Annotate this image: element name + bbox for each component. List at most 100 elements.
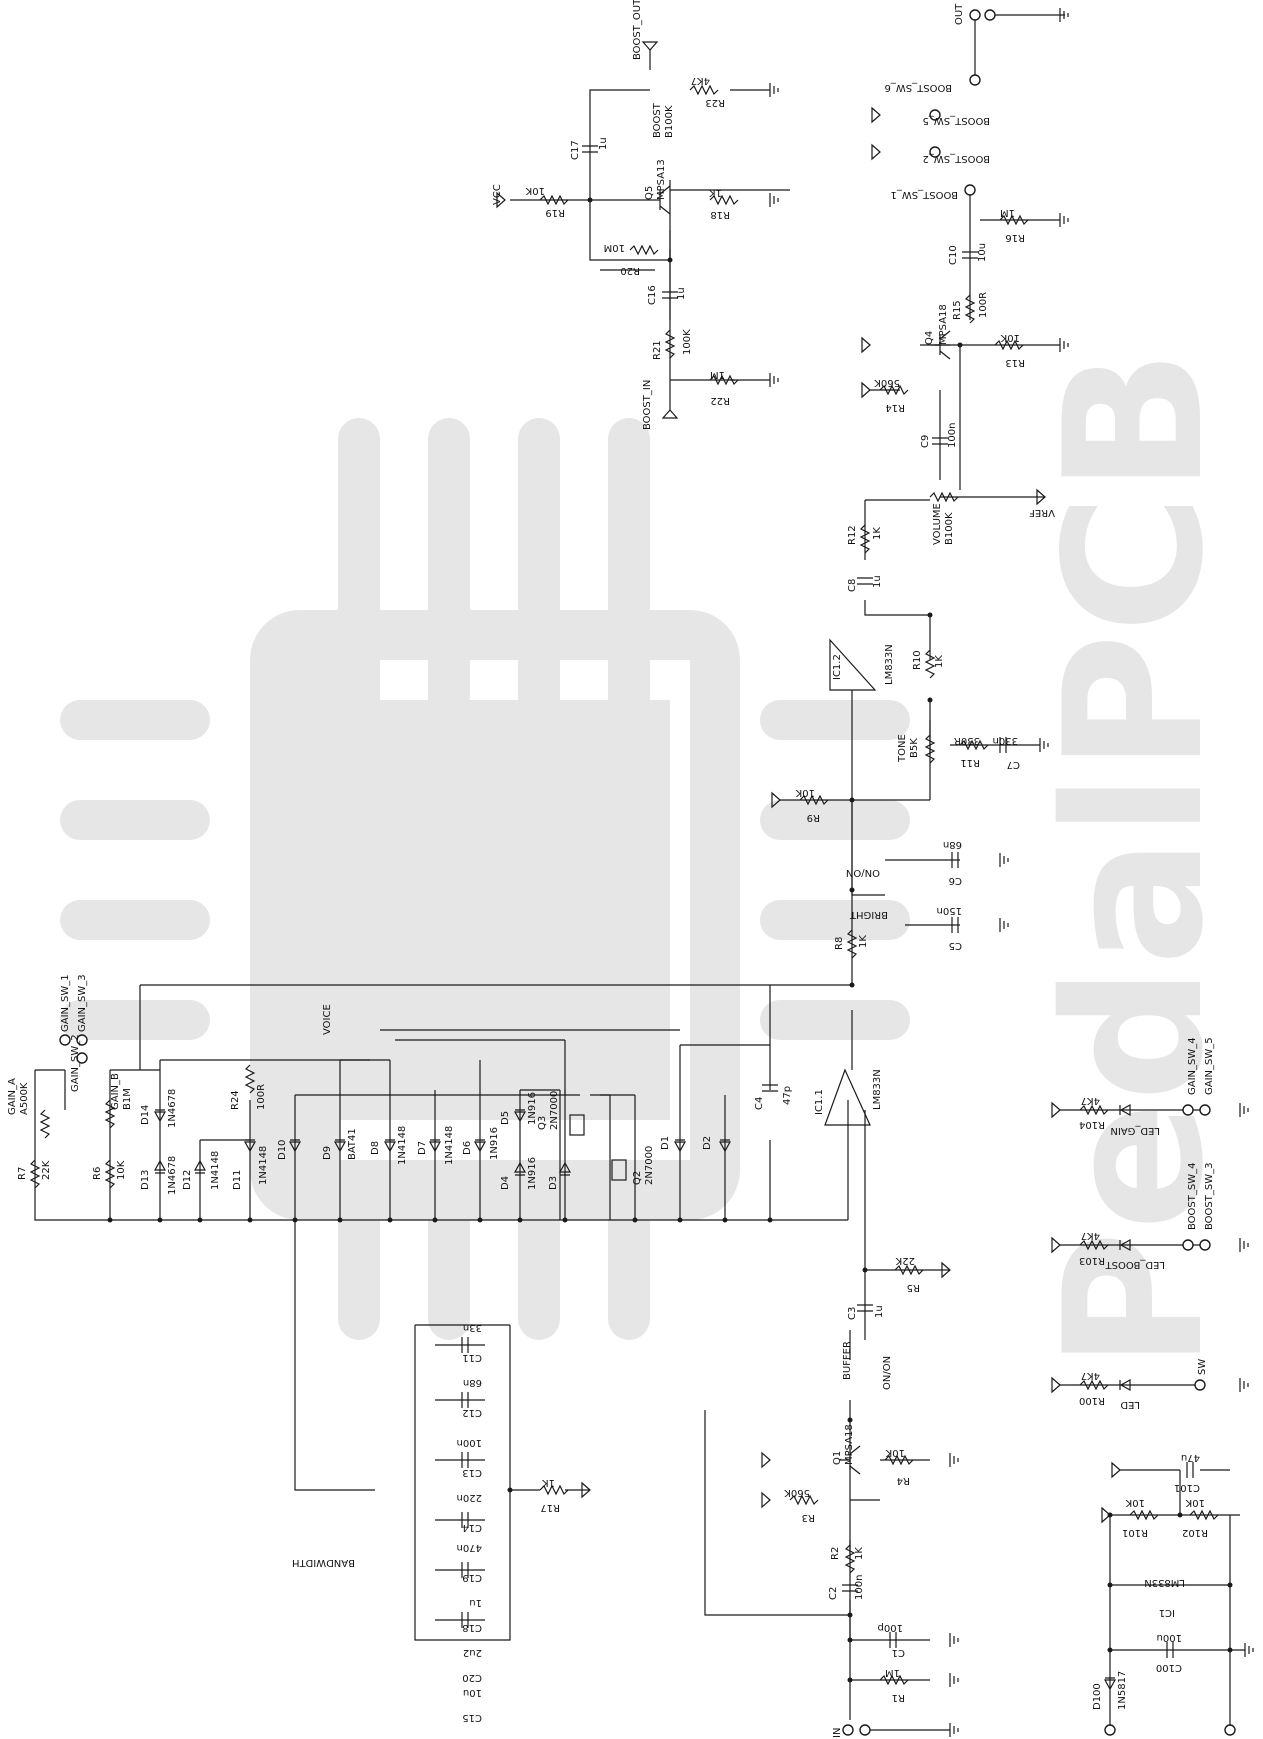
r19-label: R19 <box>545 207 565 218</box>
led-boost-diode <box>1119 1238 1131 1252</box>
r4-value-label: 10K <box>885 1447 905 1458</box>
d10-label: D10 <box>277 1140 288 1160</box>
d14-label: D14 <box>140 1105 151 1125</box>
resistor-r15 <box>964 294 976 324</box>
capacitor-c14 <box>461 1512 469 1528</box>
ground-symbol <box>999 918 1009 932</box>
resistor-r9 <box>799 794 829 806</box>
d6-label: D6 <box>462 1141 473 1155</box>
on-on-1-label: ON/ON <box>846 867 880 878</box>
r7-value-label: 22K <box>41 1160 52 1180</box>
led-boost-label: LED_BOOST <box>1105 1259 1165 1270</box>
op-amp-ic1-1 <box>824 1068 871 1126</box>
r104-value-label: 4K7 <box>1081 1095 1100 1106</box>
diode-d8 <box>383 1139 397 1153</box>
ground-symbol <box>769 83 779 97</box>
junction-dot <box>849 887 855 893</box>
c8-label: C8 <box>847 579 858 592</box>
ground-symbol <box>949 1633 959 1647</box>
boost-out-net-label: BOOST_OUT <box>632 0 643 60</box>
r20-value-label: 10M <box>604 242 625 253</box>
ic1-1-label: IC1.1 <box>814 1089 825 1115</box>
q4-label: Q4 <box>924 331 935 345</box>
junction-dot <box>157 1217 163 1223</box>
gain-b-value-label: B1M <box>122 1088 133 1110</box>
resistor-r13 <box>994 339 1024 351</box>
potentiometer-gain-b <box>104 1099 116 1129</box>
resistor-r20 <box>629 244 659 256</box>
r9-value-label: 10K <box>795 787 815 798</box>
boost-sw-3-label: BOOST_SW_3 <box>1204 1163 1215 1230</box>
r2-label: R2 <box>830 1547 841 1560</box>
resistor-r8 <box>846 929 858 959</box>
boost-sw-5-label: BOOST_SW_5 <box>923 115 990 126</box>
net-flag <box>861 336 871 354</box>
junction-dot <box>587 197 593 203</box>
capacitor-c10 <box>962 251 978 259</box>
r103-value-label: 4K7 <box>1081 1230 1100 1241</box>
in-jack-pad <box>859 1724 871 1736</box>
c7-value-label: 330n <box>993 735 1018 746</box>
q4-value-label: MPSA18 <box>938 304 949 345</box>
capacitor-c9 <box>932 437 948 445</box>
capacitor-c1 <box>889 1632 897 1648</box>
junction-dot <box>927 612 933 618</box>
q3-value-label: 2N7000 <box>549 1091 560 1130</box>
c5-label: C5 <box>949 940 962 951</box>
q3-label: Q3 <box>537 1116 548 1130</box>
resistor-r104 <box>1079 1104 1109 1116</box>
r6-value-label: 10K <box>116 1160 127 1180</box>
diode-d13 <box>153 1159 167 1174</box>
led-diode <box>1119 1378 1131 1392</box>
junction-dot <box>1227 1647 1233 1653</box>
r2-value-label: 1K <box>854 1547 865 1560</box>
net-flag <box>1111 1461 1121 1479</box>
q1-value-label: MPSA18 <box>844 1424 855 1465</box>
potentiometer-tone <box>924 734 936 764</box>
d6-value-label: 1N916 <box>489 1127 500 1160</box>
d13-label: D13 <box>140 1170 151 1190</box>
resistor-r18 <box>709 194 739 206</box>
junction-dot <box>849 797 855 803</box>
capacitor-c8 <box>857 577 873 585</box>
diode-d2 <box>718 1139 732 1153</box>
tone-pot-label: TONE <box>897 734 908 763</box>
r23-value-label: 4K7 <box>691 75 710 86</box>
net-flag <box>871 106 881 124</box>
r22-label: R22 <box>710 395 730 406</box>
resistor-r6 <box>104 1159 116 1189</box>
resistor-r101 <box>1129 1509 1159 1521</box>
c101-label: C101 <box>1174 1482 1200 1493</box>
resistor-r3 <box>789 1494 819 1506</box>
boost-sw-3-pad <box>1199 1239 1211 1251</box>
mosfet-q3 <box>569 1114 585 1136</box>
boost-sw-6-pad <box>969 74 981 86</box>
ground-symbol <box>1239 1103 1249 1117</box>
diode-d11 <box>243 1139 257 1153</box>
resistor-r103 <box>1079 1239 1109 1251</box>
junction-dot <box>507 1487 513 1493</box>
r17-label: R17 <box>540 1502 560 1513</box>
d4-value-label: 1N916 <box>527 1157 538 1190</box>
diode-d6 <box>473 1139 487 1153</box>
r7-label: R7 <box>17 1167 28 1180</box>
capacitor-c17 <box>582 145 598 153</box>
net-flag <box>1036 488 1046 506</box>
transistor-q5 <box>650 185 671 215</box>
r102-label: R102 <box>1182 1527 1208 1538</box>
volume-pot-label: VOLUME <box>932 503 943 545</box>
gain-sw-5-pad <box>1199 1104 1211 1116</box>
ground-symbol <box>769 193 779 207</box>
volume-pot-value-label: B100K <box>944 512 955 545</box>
d12-value-label: 1N4148 <box>210 1151 221 1190</box>
diode-d1 <box>673 1139 687 1153</box>
c3-label: C3 <box>847 1307 858 1320</box>
r13-value-label: 10K <box>1000 332 1020 343</box>
ground-symbol <box>1059 8 1069 22</box>
r9-label: R9 <box>807 812 820 823</box>
r3-value-label: 560K <box>784 1487 810 1498</box>
bandwidth-switch-label: BANDWIDTH <box>292 1557 355 1568</box>
resistor-r22 <box>709 374 739 386</box>
boost-pot-label: BOOST <box>652 102 663 138</box>
r17-value-label: 1K <box>542 1477 555 1488</box>
